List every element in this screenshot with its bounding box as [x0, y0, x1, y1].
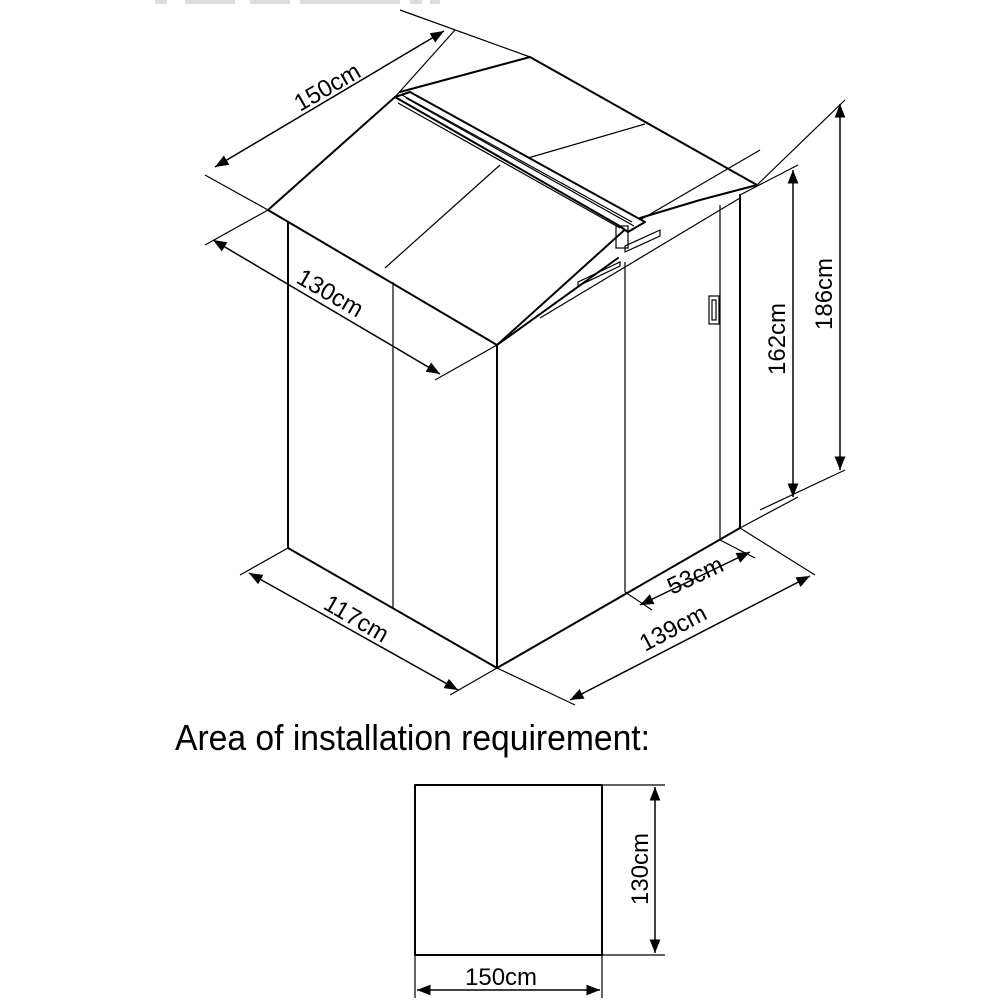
label-area-width: 150cm	[465, 964, 537, 991]
label-side-length: 117cm	[319, 590, 393, 649]
roof-seam	[384, 164, 501, 269]
roof-left-panel	[267, 96, 631, 346]
dim-130-roof	[212, 239, 441, 375]
gable-edge	[496, 257, 619, 346]
label-door-width: 53cm	[663, 551, 728, 600]
dim-150-roof	[214, 30, 445, 168]
area-rectangle	[414, 784, 603, 956]
ridge-cap	[394, 91, 646, 249]
shed-drawing	[267, 56, 761, 669]
dim-53	[639, 551, 751, 606]
label-roof-depth: 130cm	[292, 264, 368, 323]
vent	[577, 261, 621, 287]
gable-trim	[539, 197, 741, 319]
front-wall-base	[496, 527, 741, 669]
label-total-height: 186cm	[811, 258, 838, 330]
dim-117	[248, 572, 459, 691]
cropped-header-fragment	[155, 0, 440, 4]
section-title: Area of installation requirement:	[175, 717, 650, 758]
label-area-depth: 130cm	[627, 833, 654, 905]
dim-139	[569, 575, 811, 701]
roof-overhang-line	[639, 149, 761, 221]
label-front-width: 139cm	[635, 600, 711, 658]
installation-area	[414, 784, 665, 998]
dimension-lines	[204, 9, 846, 706]
label-wall-height: 162cm	[764, 303, 791, 375]
door-handle-icon	[708, 295, 720, 325]
vent	[624, 229, 661, 253]
label-roof-width: 150cm	[290, 58, 366, 117]
roof-seam	[527, 123, 646, 159]
